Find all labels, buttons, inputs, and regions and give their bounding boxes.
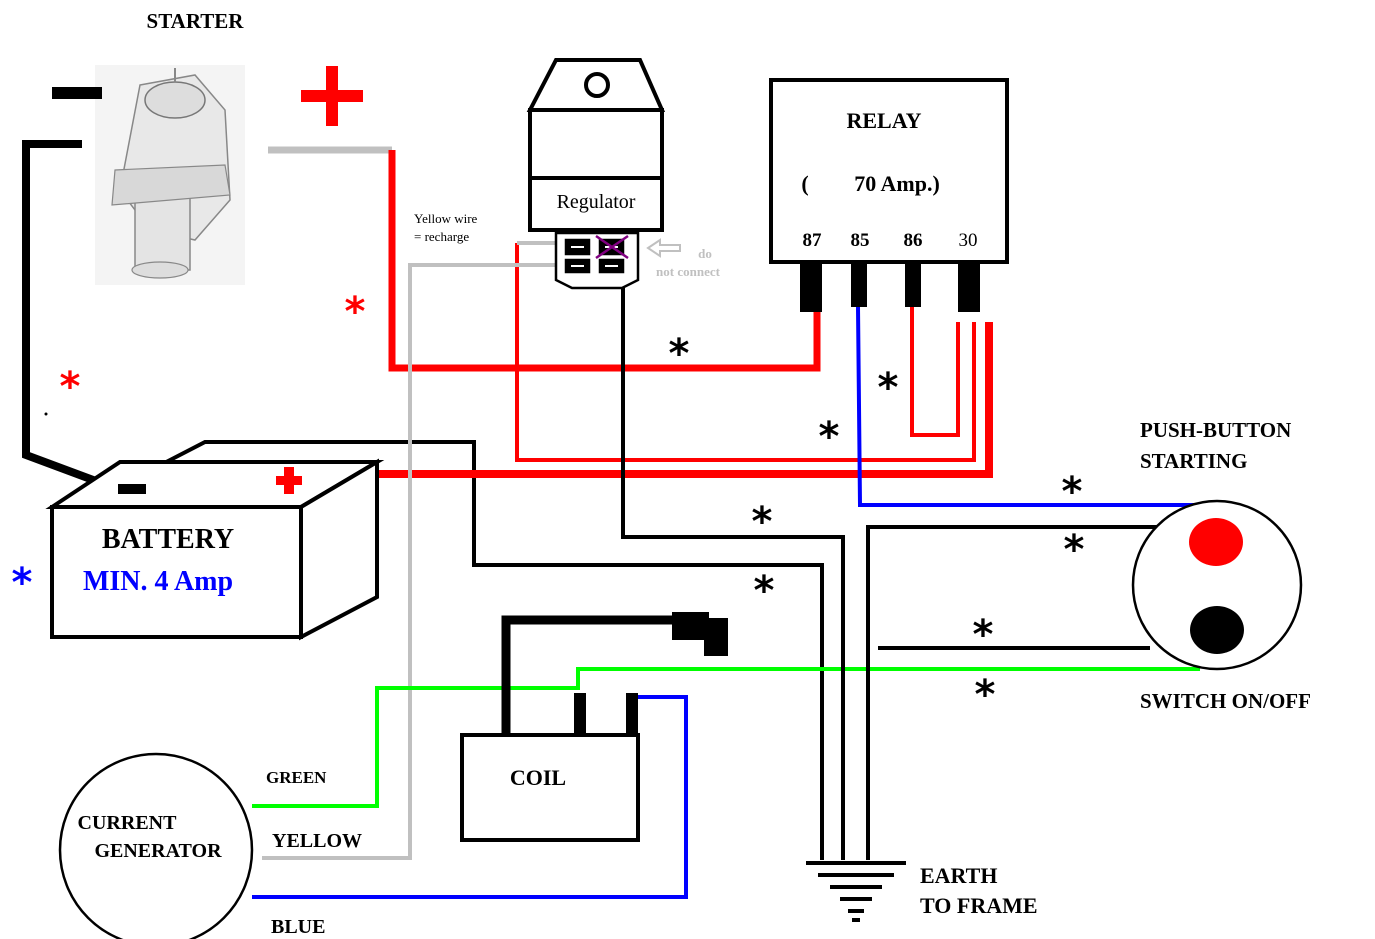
push-button-black	[1190, 606, 1244, 654]
push-button-label-2: STARTING	[1140, 449, 1247, 473]
relay-rating-paren: (	[801, 171, 808, 196]
asterisk-red-2: *	[60, 364, 81, 410]
regulator	[526, 58, 666, 232]
wire-blue	[252, 306, 1218, 899]
push-button-red	[1189, 518, 1243, 566]
relay-pin-86: 86	[904, 230, 923, 251]
wire-relay30-to-battery-red	[332, 243, 993, 478]
wire-battery-negative-ground	[144, 440, 824, 860]
asterisk-red-1: *	[345, 289, 366, 335]
asterisk-blue: *	[12, 560, 33, 606]
yellow-wire-note-1: Yellow wire	[414, 211, 478, 226]
asterisk-black-4: *	[752, 499, 773, 545]
regulator-label: Regulator	[557, 191, 636, 213]
relay-rating: 70 Amp.)	[854, 171, 940, 196]
battery-plus-terminal	[276, 467, 302, 494]
push-button-label-1: PUSH-BUTTON	[1140, 418, 1291, 442]
push-button-housing	[1131, 499, 1303, 671]
starter-motor-image	[95, 65, 245, 285]
relay-terminals	[800, 262, 980, 312]
do-not-connect-label-2: not connect	[656, 264, 721, 279]
wire-green	[252, 667, 1200, 808]
coil-label: COIL	[510, 765, 566, 790]
do-not-connect-arrow-icon	[646, 238, 681, 258]
regulator-connector	[554, 231, 640, 290]
generator-label-1: CURRENT	[78, 812, 178, 834]
starter-minus-sign	[52, 87, 102, 99]
switch-label: SWITCH ON/OFF	[1140, 689, 1311, 713]
do-not-connect-label-1: do	[698, 246, 712, 261]
wire-label-green: GREEN	[266, 768, 327, 787]
coil	[460, 612, 728, 842]
starter-label: STARTER	[147, 9, 245, 33]
battery-label: BATTERY	[102, 524, 234, 555]
wire-label-blue: BLUE	[271, 916, 325, 938]
battery-min-label: MIN. 4 Amp	[83, 566, 233, 597]
earth-label-2: TO FRAME	[920, 893, 1038, 918]
relay-label: RELAY	[847, 108, 922, 133]
battery	[45, 458, 385, 641]
do-not-connect-cross	[595, 234, 629, 260]
relay-pin-87: 87	[803, 230, 823, 251]
asterisk-markers: * * * * * * * * * * * *	[12, 289, 1085, 718]
relay-box	[769, 78, 1009, 264]
asterisk-black-9: *	[975, 672, 996, 718]
asterisk-black-8: *	[973, 612, 994, 658]
wire-label-yellow: YELLOW	[272, 830, 362, 852]
asterisk-black-3: *	[819, 414, 840, 460]
wire-battery-negative-to-starter	[22, 140, 114, 491]
stray-dot	[44, 412, 48, 416]
asterisk-black-6: *	[1062, 469, 1083, 515]
generator-label-2: GENERATOR	[94, 840, 222, 862]
current-generator	[58, 752, 254, 939]
earth-ground-symbol	[806, 861, 906, 922]
relay-pin-30: 30	[959, 230, 978, 251]
asterisk-black-2: *	[878, 365, 899, 411]
asterisk-black-5: *	[754, 568, 775, 614]
starter-plus-sign	[301, 66, 363, 126]
yellow-wire-note-2: = recharge	[414, 229, 469, 244]
relay-pin-85: 85	[851, 230, 870, 251]
asterisk-black-7: *	[1064, 527, 1085, 573]
battery-minus-terminal	[118, 484, 146, 494]
asterisk-black-1: *	[669, 331, 690, 377]
earth-label-1: EARTH	[920, 863, 997, 888]
wire-starter-positive-red	[268, 146, 821, 372]
wire-yellow-grey	[262, 241, 560, 860]
wire-ground-black	[621, 280, 1190, 860]
